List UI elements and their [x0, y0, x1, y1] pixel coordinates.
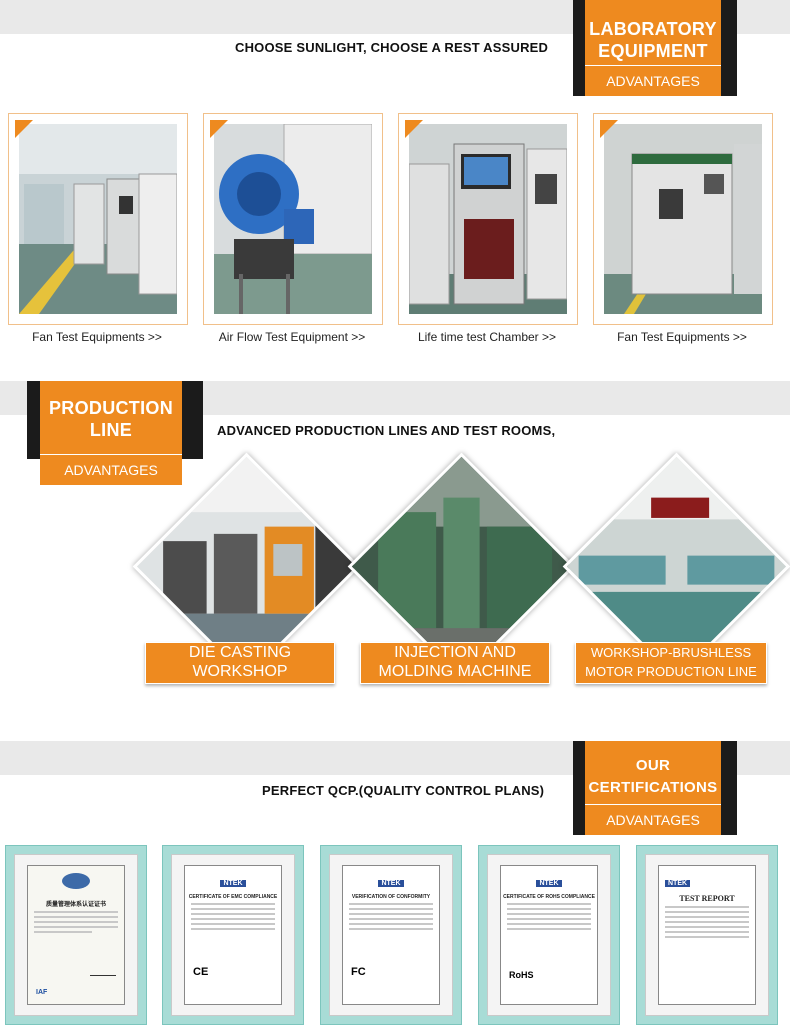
- production-badge: PRODUCTION LINE ADVANTAGES: [40, 381, 182, 485]
- badge-subtitle: ADVANTAGES: [585, 65, 721, 96]
- workshop-label: INJECTION AND MOLDING MACHINE: [360, 642, 550, 684]
- certificate-title: 质量管理体系认证证书: [45, 902, 106, 908]
- ntek-logo: NTEK: [665, 880, 691, 887]
- badge-title-line1: LABORATORY: [589, 19, 717, 39]
- label-line1: INJECTION AND: [394, 644, 516, 661]
- ntek-logo: NTEK: [220, 880, 246, 887]
- certificate-iso[interactable]: 质量管理体系认证证书 IAF: [5, 845, 147, 1025]
- corner-accent: [405, 120, 423, 138]
- signature: [90, 963, 116, 976]
- label-line1: DIE CASTING: [188, 644, 292, 661]
- corner-accent: [600, 120, 618, 138]
- label-line2: MOTOR PRODUCTION LINE: [585, 664, 757, 679]
- certificate-paper: 质量管理体系认证证书 IAF: [27, 865, 125, 1005]
- certificate-rohs[interactable]: NTEK CERTIFICATE OF ROHS COMPLIANCE RoHS: [478, 845, 620, 1025]
- lab-tagline: CHOOSE SUNLIGHT, CHOOSE A REST ASSURED: [235, 40, 549, 55]
- label-line1: WORKSHOP-BRUSHLESS: [590, 645, 752, 660]
- corner-accent: [210, 120, 228, 138]
- rohs-mark: RoHS: [509, 970, 534, 980]
- workshop-brushless-motor[interactable]: WORKSHOP-BRUSHLESS MOTOR PRODUCTION LINE: [560, 450, 790, 684]
- certificate-paper: NTEK CERTIFICATE OF EMC COMPLIANCE CE: [184, 865, 282, 1005]
- ce-mark: CE: [193, 966, 209, 978]
- certificate-emc[interactable]: NTEK CERTIFICATE OF EMC COMPLIANCE CE: [162, 845, 304, 1025]
- badge-subtitle: ADVANTAGES: [40, 454, 182, 485]
- badge-title-line2: LINE: [89, 420, 133, 440]
- lab-photo: [604, 124, 762, 314]
- certificate-title: CERTIFICATE OF EMC COMPLIANCE: [188, 894, 278, 900]
- certificate-title: TEST REPORT: [679, 894, 735, 903]
- badge-title-line2: EQUIPMENT: [598, 41, 708, 61]
- product-caption[interactable]: Life time test Chamber >>: [417, 330, 557, 344]
- lab-photo: [19, 124, 177, 314]
- lab-photo: [409, 124, 567, 314]
- product-caption[interactable]: Fan Test Equipments >>: [32, 330, 162, 344]
- ntek-logo: NTEK: [378, 880, 404, 887]
- certificate-title: CERTIFICATE OF ROHS COMPLIANCE: [503, 894, 595, 900]
- label-line2: WORKSHOP: [192, 663, 288, 680]
- label-line2: MOLDING MACHINE: [378, 663, 532, 680]
- corner-accent: [15, 120, 33, 138]
- workshop-die-casting[interactable]: DIE CASTING WORKSHOP: [130, 450, 361, 684]
- badge-title-line2: CERTIFICATIONS: [588, 779, 718, 796]
- badge-title-line1: OUR: [635, 757, 671, 774]
- product-caption[interactable]: Fan Test Equipments >>: [617, 330, 747, 344]
- product-card-fan-test-1[interactable]: [8, 113, 188, 325]
- certificate-paper: NTEK VERIFICATION OF CONFORMITY FC: [342, 865, 440, 1005]
- lab-badge: LABORATORY EQUIPMENT ADVANTAGES: [585, 0, 721, 96]
- fc-mark: FC: [351, 966, 366, 978]
- lab-photo: [214, 124, 372, 314]
- cqc-logo-icon: [62, 873, 90, 889]
- product-card-life-time[interactable]: [398, 113, 578, 325]
- product-card-fan-test-2[interactable]: [593, 113, 773, 325]
- badge-title-line1: PRODUCTION: [49, 398, 173, 418]
- product-caption[interactable]: Air Flow Test Equipment >>: [218, 330, 366, 344]
- certificate-paper: NTEK TEST REPORT: [658, 865, 756, 1005]
- certs-badge: OUR CERTIFICATIONS ADVANTAGES: [585, 741, 721, 835]
- workshop-label: DIE CASTING WORKSHOP: [145, 642, 335, 684]
- product-card-air-flow[interactable]: [203, 113, 383, 325]
- workshop-injection-molding[interactable]: INJECTION AND MOLDING MACHINE: [345, 450, 576, 684]
- certificate-paper: NTEK CERTIFICATE OF ROHS COMPLIANCE RoHS: [500, 865, 598, 1005]
- workshop-label: WORKSHOP-BRUSHLESS MOTOR PRODUCTION LINE: [575, 642, 767, 684]
- iaf-mark: IAF: [36, 989, 48, 996]
- certificate-title: VERIFICATION OF CONFORMITY: [351, 894, 431, 900]
- certificate-fcc[interactable]: NTEK VERIFICATION OF CONFORMITY FC: [320, 845, 462, 1025]
- certificate-test-report[interactable]: NTEK TEST REPORT: [636, 845, 778, 1025]
- production-tagline: ADVANCED PRODUCTION LINES AND TEST ROOMS…: [217, 423, 556, 438]
- ntek-logo: NTEK: [536, 880, 562, 887]
- badge-subtitle: ADVANTAGES: [585, 804, 721, 835]
- certs-tagline: PERFECT QCP.(QUALITY CONTROL PLANS): [262, 783, 545, 798]
